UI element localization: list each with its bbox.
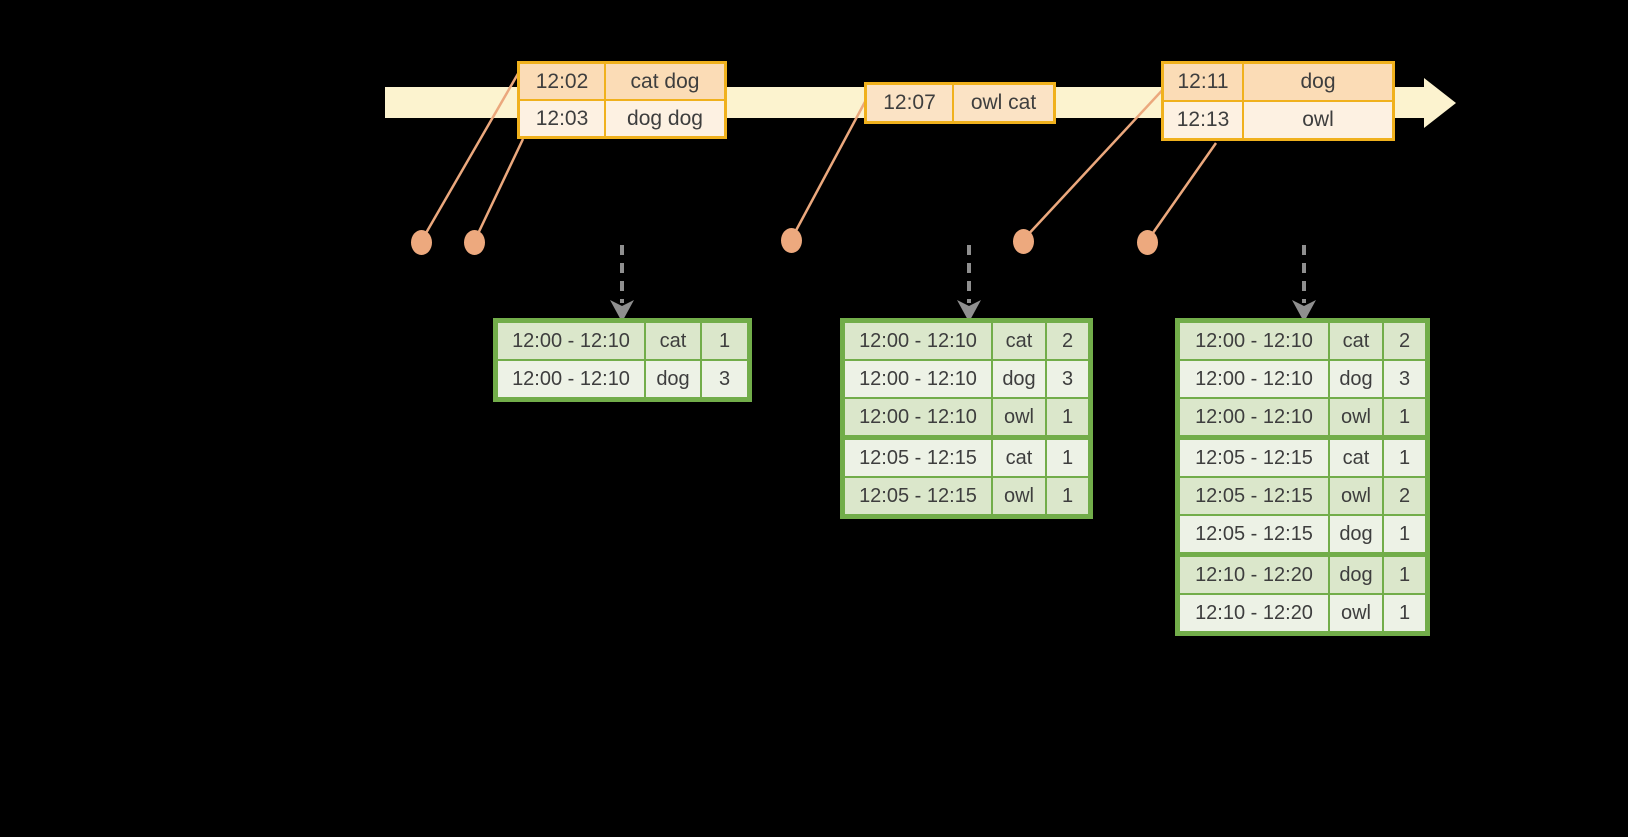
result-row: 12:00 - 12:10 dog 3 xyxy=(845,359,1088,397)
window-cell: 12:05 - 12:15 xyxy=(1180,478,1328,514)
window-cell: 12:00 - 12:10 xyxy=(845,361,991,397)
word-cell: cat xyxy=(644,323,700,359)
event-words-cell: owl cat xyxy=(952,85,1053,121)
event-dot-icon xyxy=(1137,230,1158,255)
word-cell: dog xyxy=(1328,557,1382,593)
event-time-cell: 12:02 xyxy=(520,64,604,99)
result-row: 12:00 - 12:10 dog 3 xyxy=(498,359,747,397)
result-table: 12:00 - 12:10 cat 2 12:00 - 12:10 dog 3 … xyxy=(840,318,1093,519)
word-cell: cat xyxy=(991,323,1045,359)
count-cell: 3 xyxy=(700,361,747,397)
result-table: 12:00 - 12:10 cat 2 12:00 - 12:10 dog 3 … xyxy=(1175,318,1430,636)
event-dot-icon xyxy=(464,230,485,255)
result-row: 12:00 - 12:10 owl 1 xyxy=(1180,397,1425,435)
event-time-cell: 12:13 xyxy=(1164,102,1242,138)
word-cell: dog xyxy=(1328,361,1382,397)
event-dot-icon xyxy=(1013,229,1034,254)
event-dot-icon xyxy=(781,228,802,253)
count-cell: 2 xyxy=(1382,323,1425,359)
word-cell: owl xyxy=(1328,595,1382,631)
count-cell: 1 xyxy=(1045,478,1088,514)
event-time-cell: 12:03 xyxy=(520,101,604,136)
word-cell: owl xyxy=(991,399,1045,435)
count-cell: 1 xyxy=(1382,557,1425,593)
count-cell: 2 xyxy=(1045,323,1088,359)
connector-line xyxy=(1146,142,1218,241)
window-cell: 12:05 - 12:15 xyxy=(1180,516,1328,552)
event-row: 12:13 owl xyxy=(1164,100,1392,138)
count-cell: 2 xyxy=(1382,478,1425,514)
event-time-cell: 12:07 xyxy=(867,85,952,121)
connector-line xyxy=(790,99,868,239)
result-table: 12:00 - 12:10 cat 1 12:00 - 12:10 dog 3 xyxy=(493,318,752,402)
event-table: 12:11 dog 12:13 owl xyxy=(1161,61,1395,141)
window-cell: 12:00 - 12:10 xyxy=(498,323,644,359)
window-cell: 12:00 - 12:10 xyxy=(845,399,991,435)
event-time-cell: 12:11 xyxy=(1164,64,1242,100)
result-row: 12:05 - 12:15 cat 1 xyxy=(1180,435,1425,476)
window-cell: 12:10 - 12:20 xyxy=(1180,557,1328,593)
event-words-cell: dog xyxy=(1242,64,1392,100)
window-cell: 12:00 - 12:10 xyxy=(1180,361,1328,397)
result-row: 12:00 - 12:10 cat 2 xyxy=(845,323,1088,359)
connector-line xyxy=(1023,83,1169,240)
connector-line xyxy=(420,71,521,241)
event-table: 12:07 owl cat xyxy=(864,82,1056,124)
window-cell: 12:00 - 12:10 xyxy=(845,323,991,359)
result-row: 12:05 - 12:15 dog 1 xyxy=(1180,514,1425,552)
event-row: 12:03 dog dog xyxy=(520,99,724,136)
result-row: 12:10 - 12:20 dog 1 xyxy=(1180,552,1425,593)
trigger-arrow-icon xyxy=(1292,245,1316,322)
connector-lines xyxy=(420,71,1218,241)
event-dot-icon xyxy=(411,230,432,255)
event-words-cell: owl xyxy=(1242,102,1392,138)
trigger-arrow-icon xyxy=(610,245,634,322)
window-cell: 12:00 - 12:10 xyxy=(498,361,644,397)
window-cell: 12:05 - 12:15 xyxy=(1180,440,1328,476)
word-cell: dog xyxy=(991,361,1045,397)
word-cell: owl xyxy=(991,478,1045,514)
event-words-cell: cat dog xyxy=(604,64,724,99)
window-cell: 12:00 - 12:10 xyxy=(1180,323,1328,359)
event-row: 12:11 dog xyxy=(1164,64,1392,100)
count-cell: 1 xyxy=(1382,595,1425,631)
result-row: 12:05 - 12:15 cat 1 xyxy=(845,435,1088,476)
result-row: 12:05 - 12:15 owl 2 xyxy=(1180,476,1425,514)
count-cell: 3 xyxy=(1382,361,1425,397)
trigger-arrow-icon xyxy=(957,245,981,322)
count-cell: 1 xyxy=(1382,399,1425,435)
word-cell: cat xyxy=(1328,440,1382,476)
count-cell: 1 xyxy=(1045,399,1088,435)
result-row: 12:10 - 12:20 owl 1 xyxy=(1180,593,1425,631)
count-cell: 3 xyxy=(1045,361,1088,397)
result-row: 12:05 - 12:15 owl 1 xyxy=(845,476,1088,514)
word-cell: dog xyxy=(644,361,700,397)
window-cell: 12:05 - 12:15 xyxy=(845,440,991,476)
event-row: 12:07 owl cat xyxy=(867,85,1053,121)
word-cell: owl xyxy=(1328,478,1382,514)
event-words-cell: dog dog xyxy=(604,101,724,136)
timeline-arrowhead-icon xyxy=(1424,78,1456,128)
window-cell: 12:10 - 12:20 xyxy=(1180,595,1328,631)
window-cell: 12:05 - 12:15 xyxy=(845,478,991,514)
count-cell: 1 xyxy=(700,323,747,359)
connector-line xyxy=(473,138,525,241)
result-row: 12:00 - 12:10 owl 1 xyxy=(845,397,1088,435)
count-cell: 1 xyxy=(1045,440,1088,476)
word-cell: owl xyxy=(1328,399,1382,435)
result-row: 12:00 - 12:10 cat 2 xyxy=(1180,323,1425,359)
word-cell: cat xyxy=(1328,323,1382,359)
window-cell: 12:00 - 12:10 xyxy=(1180,399,1328,435)
word-cell: dog xyxy=(1328,516,1382,552)
event-table: 12:02 cat dog 12:03 dog dog xyxy=(517,61,727,139)
event-row: 12:02 cat dog xyxy=(520,64,724,99)
result-row: 12:00 - 12:10 dog 3 xyxy=(1180,359,1425,397)
result-row: 12:00 - 12:10 cat 1 xyxy=(498,323,747,359)
word-cell: cat xyxy=(991,440,1045,476)
count-cell: 1 xyxy=(1382,516,1425,552)
count-cell: 1 xyxy=(1382,440,1425,476)
